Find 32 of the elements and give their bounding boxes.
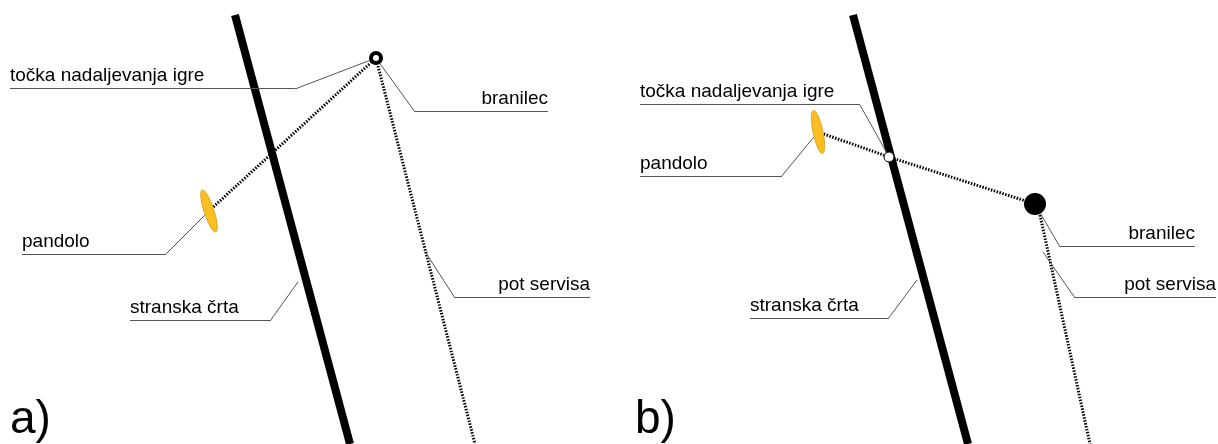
leader-line (294, 60, 370, 90)
leader-line (1040, 213, 1061, 248)
trajectory-line (212, 61, 372, 208)
defender-marker (369, 51, 383, 65)
serve-path-line (1038, 214, 1092, 444)
callout-label: stranska črta (130, 296, 270, 321)
leader-line (269, 281, 299, 322)
panel-label: a) (10, 392, 51, 442)
leader-line (379, 63, 416, 113)
defender-marker (1024, 193, 1046, 215)
leader-line (859, 104, 888, 154)
pandolo-piece (810, 110, 826, 154)
leader-line (164, 214, 206, 256)
callout-label: pandolo (22, 230, 165, 255)
point-marker (883, 151, 895, 163)
trajectory-line (893, 157, 1025, 203)
leader-line (780, 136, 815, 178)
leader-line (1042, 251, 1076, 299)
callout-label: branilec (415, 87, 548, 112)
callout-label: branilec (1060, 222, 1195, 247)
trajectory-line (823, 132, 885, 157)
callout-label: pot servisa (1075, 273, 1216, 298)
panel-label: b) (635, 392, 676, 442)
pandolo-piece (200, 189, 218, 233)
leader-line (887, 279, 918, 320)
callout-label: pandolo (640, 152, 781, 177)
leader-line (425, 252, 456, 299)
callout-label: pot servisa (455, 273, 590, 298)
callout-label: točka nadaljevanja igre (640, 80, 860, 105)
callout-label: stranska črta (750, 294, 888, 319)
callout-label: točka nadaljevanja igre (10, 64, 295, 89)
serve-path-line (376, 65, 477, 444)
